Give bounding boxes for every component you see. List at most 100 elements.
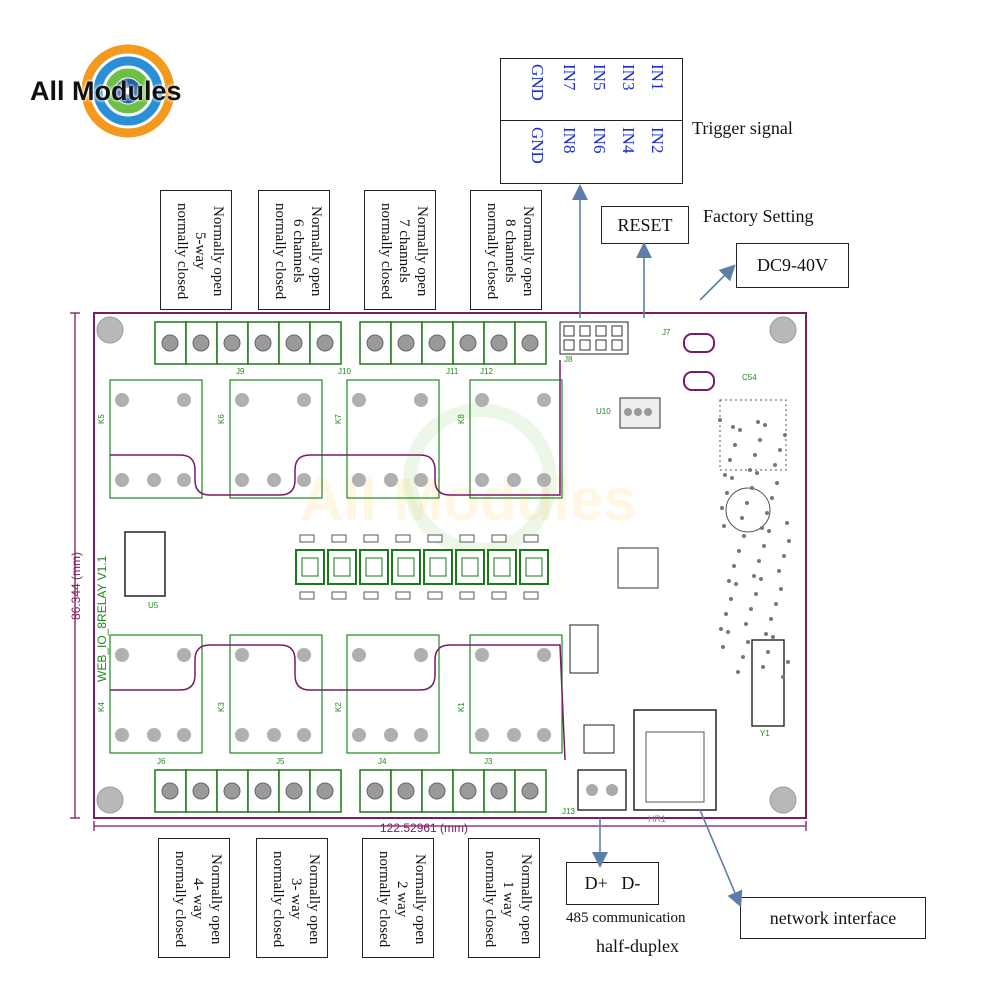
via-dot [766,650,770,654]
pointer-arrow [699,809,743,908]
via-dot [764,632,768,636]
trigger-pin-label: IN5 [590,64,609,91]
terminal-screw-icon [521,334,539,352]
watermark-text: All Modules [300,466,637,533]
via-dot [746,640,750,644]
via-dot [773,463,777,467]
relay-label: K5 [97,414,106,424]
relay-label: K2 [334,702,343,712]
trigger-pin-label: GND [528,127,547,164]
component-label: J8 [564,355,573,364]
optocoupler-body [525,557,543,577]
resistor [395,534,411,543]
rs485-box: D+ D- [566,862,659,905]
trigger-pin-label: GND [528,64,547,101]
relay-pin-icon [267,728,281,742]
relay-outline [469,379,563,499]
power-box: DC9-40V [736,243,849,288]
dc-jack-pad [683,371,715,391]
regulator-pin [634,408,642,416]
terminal-screw-icon [254,782,272,800]
terminal-screw-icon [192,782,210,800]
component-label: J13 [562,807,575,816]
relay-label-line: 4- way [190,878,206,920]
board-name-label: WEB_IO_8RELAY V1.1 [95,555,109,682]
board-outline [93,312,807,819]
relay-label-line: Normally open [210,205,226,297]
relay-pin-icon [352,473,366,487]
terminal-screw-icon [161,782,179,800]
via-dot [753,453,757,457]
optocoupler [391,549,421,585]
component-label: U10 [596,407,611,416]
via-dot [771,635,775,639]
via-dot [741,655,745,659]
component-label: J7 [662,328,671,337]
connector-label: J4 [378,757,387,766]
trigger-pin-label: IN1 [648,64,667,91]
ic-chip [124,531,166,597]
terminal-block [216,321,249,365]
mounting-hole-icon [96,316,124,344]
header-pin [611,339,623,351]
optocoupler [455,549,485,585]
trigger-pin-label: IN4 [619,127,638,154]
resistor [363,534,379,543]
relay-label-line: 6 channels [290,219,306,283]
via-dot [732,564,736,568]
header-pin [579,339,591,351]
relay-pin-icon [352,728,366,742]
via-dot [759,577,763,581]
via-dot [740,516,744,520]
trigger-pin-label: IN3 [619,64,638,91]
via-dot [783,433,787,437]
relay-label-line: normally closed [272,202,288,300]
resistor [459,534,475,543]
via-dot [775,481,779,485]
component-label: U5 [148,601,159,610]
via-dot [719,627,723,631]
terminal-block [154,321,187,365]
resistor [523,591,539,600]
header-pin [595,325,607,337]
via-dot [754,592,758,596]
via-dot [744,622,748,626]
via-dot [738,428,742,432]
via-dot [723,473,727,477]
relay-pin-icon [115,473,129,487]
via-dot [749,607,753,611]
dimension-height-label: 86.344 (mm) [69,552,83,620]
via-dot [752,574,756,578]
via-dot [756,420,760,424]
relay-label: K8 [457,414,466,424]
relay-label-line: normally closed [174,202,190,300]
via-dot [767,529,771,533]
connector-label: J6 [157,757,166,766]
optocoupler [295,549,325,585]
terminal-screw-icon [586,784,598,796]
relay-pin-icon [235,473,249,487]
via-dot [770,496,774,500]
via-dot [763,423,767,427]
relay-pin-icon [537,728,551,742]
via-dot [755,471,759,475]
dc-jack-pad [683,333,715,353]
terminal-block [185,321,218,365]
rj45-connector [633,709,717,811]
terminal-screw-icon [606,784,618,796]
relay-label-line: Normally open [520,205,536,297]
relay-label-line: Normally open [208,853,224,945]
relay-label-line: Normally open [414,205,430,297]
terminal-screw-icon [192,334,210,352]
component-label: HR1 [648,814,666,824]
via-dot [785,521,789,525]
via-dot [769,617,773,621]
via-dot [724,612,728,616]
via-dot [777,569,781,573]
relay-label-line: 2 way [394,880,410,918]
via-dot [742,534,746,538]
optocoupler-body [461,557,479,577]
relay-pin-icon [537,648,551,662]
relay-pin-icon [147,473,161,487]
relay-pin-icon [177,728,191,742]
